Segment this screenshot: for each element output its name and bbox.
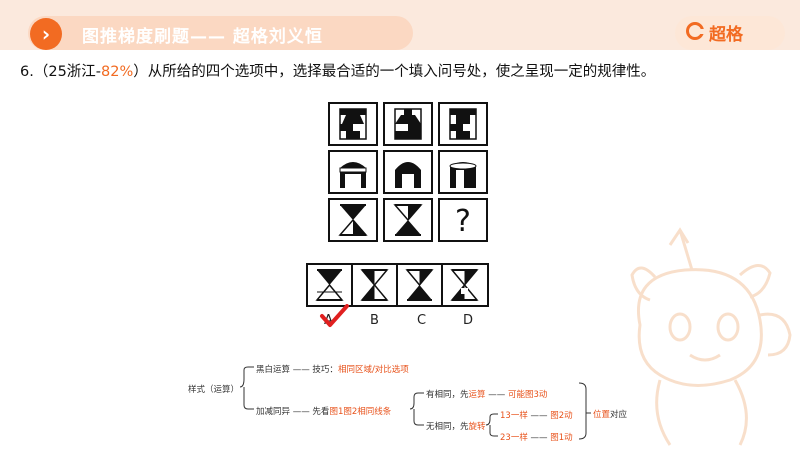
option-d-figure[interactable]	[450, 269, 479, 301]
figure-r2c3	[449, 162, 477, 188]
question-text: 6.（25浙江-82%）从所给的四个选项中，选择最合适的一个填入问号处，使之呈现…	[20, 60, 655, 81]
figure-r2c1	[339, 162, 367, 188]
checkmark-icon	[320, 304, 349, 327]
puzzle-grid: ?	[326, 100, 496, 245]
case2-label: 无相同，先	[426, 422, 469, 432]
sub2-result: 图1动	[550, 433, 573, 443]
mindmap-position-match: 位置对应	[593, 408, 627, 420]
page-title: 图推梯度刷题—— 超格刘义恒	[82, 27, 323, 47]
tip-value: 相同区域/对比选项	[337, 365, 409, 375]
mindmap-root: 样式（运算）	[188, 385, 240, 395]
mindmap-case-different: 无相同，先旋转	[426, 420, 486, 432]
branch2-dash: ——	[292, 407, 310, 417]
option-c-figure[interactable]	[405, 269, 434, 301]
option-b-label[interactable]: B	[370, 313, 379, 328]
figure-r3c2	[393, 204, 423, 236]
mindmap-sub-13: 13一样 —— 图2动	[500, 409, 573, 421]
mindmap-branch-black-white: 黑白运算 —— 技巧：相同区域/对比选项	[256, 363, 409, 375]
question-prefix: （25浙江-	[33, 64, 102, 80]
option-a-figure[interactable]	[315, 269, 344, 301]
branch2-label: 加减同异	[256, 407, 291, 417]
tip-label: 技巧：	[312, 365, 338, 375]
brand-logo-icon	[686, 22, 704, 40]
figure-r2c2	[395, 162, 421, 188]
question-number: 6.	[20, 64, 34, 80]
case1-result: 可能图3动	[507, 390, 548, 400]
figure-r1c1	[339, 108, 367, 140]
branch1-label: 黑白运算	[256, 365, 291, 375]
sub1-result: 图2动	[550, 411, 573, 421]
missing-figure-mark: ?	[455, 204, 471, 239]
sub2-label: 23一样	[500, 433, 528, 443]
option-b-figure[interactable]	[360, 269, 389, 301]
option-c-label[interactable]: C	[417, 313, 427, 328]
chevron-right-icon[interactable]: ›	[30, 18, 62, 50]
options-strip	[306, 263, 489, 307]
figure-r1c2	[394, 108, 422, 140]
right-b: 对应	[610, 410, 628, 420]
right-a: 位置	[593, 410, 611, 420]
option-d-label[interactable]: D	[463, 313, 474, 328]
first-look-label: 先看	[312, 407, 330, 417]
figure-r3c1	[338, 204, 368, 236]
figure-r1c3	[449, 108, 477, 140]
case1-dash: ——	[488, 390, 506, 400]
title-pill	[28, 16, 413, 50]
accuracy-rate: 82%	[101, 64, 134, 80]
sub1-dash: ——	[530, 411, 548, 421]
case2-op: 旋转	[468, 422, 486, 432]
mindmap-connectors	[239, 366, 591, 440]
question-body: ）从所给的四个选项中，选择最合适的一个填入问号处，使之呈现一定的规律性。	[133, 64, 656, 80]
mindmap-panel: 样式（运算） 黑白运算 —— 技巧：相同区域/对比选项 加减同异 —— 先看图1…	[184, 355, 627, 450]
mindmap-case-same: 有相同，先运算 —— 可能图3动	[426, 388, 547, 400]
case1-label: 有相同，先	[426, 390, 469, 400]
sub1-label: 13一样	[500, 411, 528, 421]
unicorn-mascot-watermark	[630, 227, 792, 446]
mindmap-branch-add-subtract: 加减同异 —— 先看图1图2相同线条	[256, 405, 391, 417]
mindmap-sub-23: 23一样 —— 图1动	[500, 431, 573, 443]
branch1-dash: ——	[292, 365, 310, 375]
brand-name: 超格	[709, 25, 743, 45]
case1-op: 运算	[468, 390, 486, 400]
sub2-dash: ——	[530, 433, 548, 443]
first-look-value: 图1图2相同线条	[329, 407, 392, 417]
